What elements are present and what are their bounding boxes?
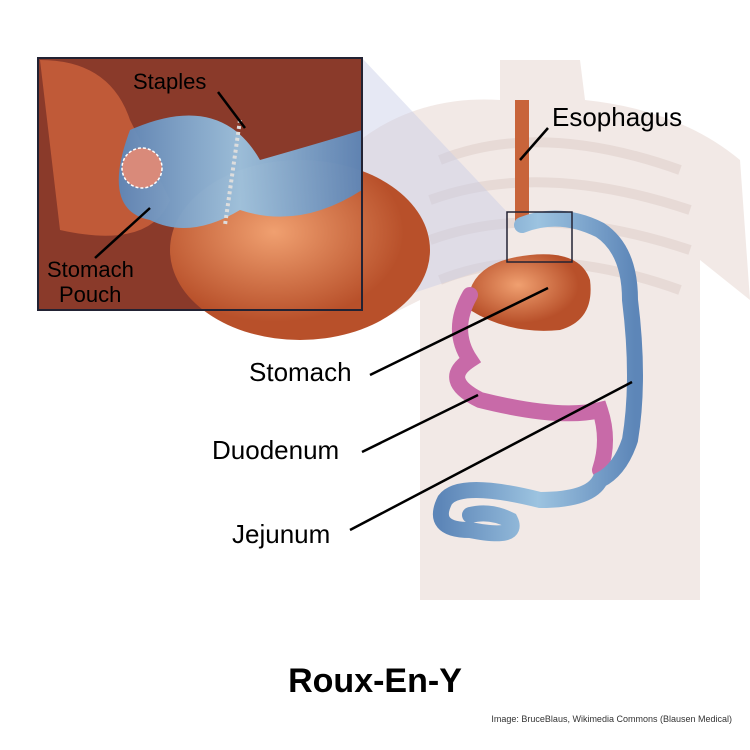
label-duodenum: Duodenum [212, 435, 340, 465]
leader-staples [217, 91, 246, 129]
leader-duodenum [361, 393, 479, 454]
anastomosis-circle [121, 147, 163, 189]
leader-esophagus [519, 127, 549, 161]
label-stomach: Stomach [249, 357, 352, 387]
leader-stomach [369, 286, 549, 377]
ribcage [428, 137, 692, 295]
jejunum [432, 210, 643, 542]
label-esophagus: Esophagus [552, 102, 683, 132]
label-stomach-pouch-line2: Pouch [59, 282, 122, 307]
label-stomach-pouch-line1: Stomach [47, 257, 134, 282]
detail-region-box [506, 211, 573, 263]
image-credit: Image: BruceBlaus, Wikimedia Commons (Bl… [491, 714, 732, 724]
label-jejunum: Jejunum [232, 519, 331, 549]
label-staples: Staples [133, 69, 207, 94]
inset-view [37, 57, 430, 340]
leader-lines [94, 91, 633, 532]
diagram-title: Roux-En-Y [288, 662, 462, 700]
duodenum [449, 287, 613, 478]
leader-jejunum [349, 380, 633, 532]
leader-stomach-pouch [94, 207, 151, 259]
